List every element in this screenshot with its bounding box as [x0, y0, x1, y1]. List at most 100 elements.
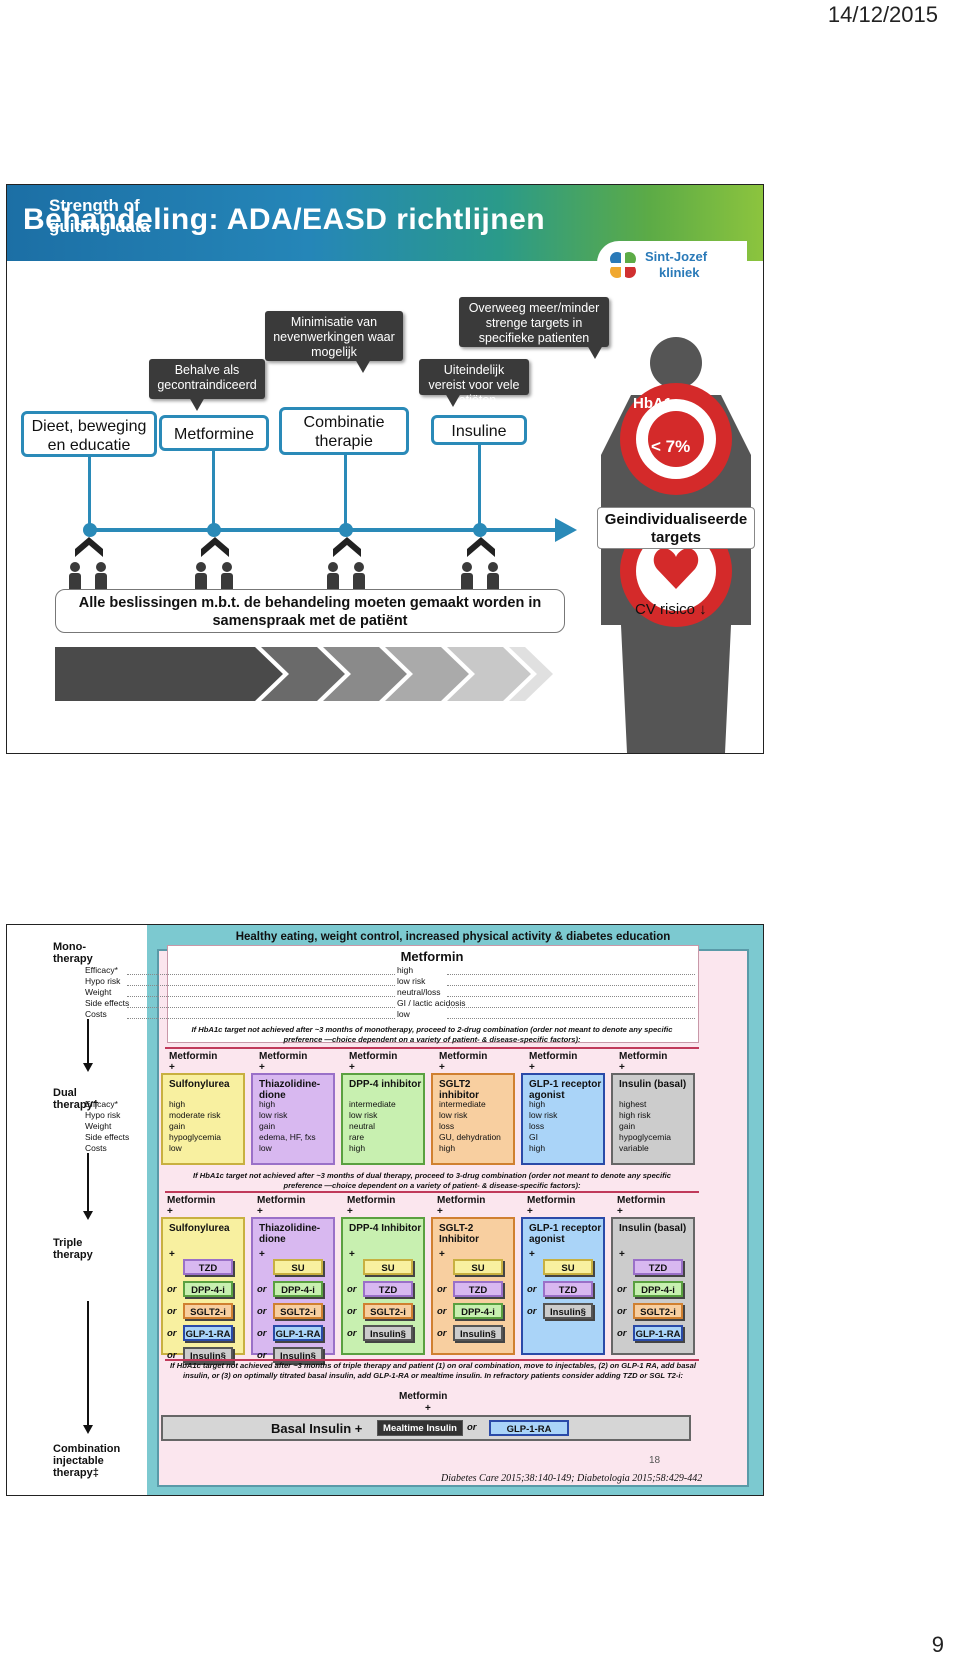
column-title: Sulfonylurea	[169, 1079, 230, 1090]
metformin-title: Metformin	[400, 949, 464, 964]
logo-subtitle: kliniek	[659, 265, 700, 280]
metformin-label: Metformin	[619, 1051, 668, 1062]
leader-dots	[447, 1007, 695, 1008]
leader-dots	[127, 1018, 395, 1019]
hba1c-label: HbA1c	[633, 395, 681, 412]
option-pill: TZD	[543, 1281, 593, 1297]
metformin-value: low risk	[397, 976, 426, 986]
option-pill: DPP-4-i	[273, 1281, 323, 1297]
row-label: Costs	[85, 1143, 107, 1153]
column-value: moderate risk	[169, 1110, 221, 1120]
row-label: Hypo risk	[85, 1110, 121, 1120]
metformin-value: high	[397, 965, 414, 975]
option-pill: SU	[273, 1259, 323, 1275]
reference-citation: Diabetes Care 2015;38:140-149; Diabetolo…	[441, 1473, 703, 1484]
option-pill: DPP-4-i	[633, 1281, 683, 1297]
column-value: high	[349, 1143, 366, 1153]
logo-mark-icon	[609, 251, 637, 279]
glp1-ra-pill: GLP-1-RA	[489, 1420, 569, 1436]
bubble-text: Overweeg meer/minder strenge targets in …	[468, 301, 600, 345]
or-label: or	[527, 1284, 537, 1295]
column-value: GU, dehydration	[439, 1132, 501, 1142]
column-title: Sulfonylurea	[169, 1223, 230, 1234]
plus-sign: +	[529, 1062, 535, 1073]
note-after-dual: If HbA1c target not achieved after ~3 mo…	[193, 1171, 671, 1190]
or-label: or	[167, 1306, 177, 1317]
metformin-label: Metformin	[257, 1195, 306, 1206]
option-pill: GLP-1-RA	[183, 1325, 233, 1341]
plus-sign: +	[259, 1062, 265, 1073]
column-value: hypoglycemia	[619, 1132, 671, 1142]
column-title: SGLT-2 Inhibitor	[439, 1223, 479, 1245]
bubble-tail	[189, 397, 205, 411]
timeline-stem	[212, 451, 215, 527]
leader-dots	[127, 974, 395, 975]
cv-risk-label: CV risico ↓	[635, 601, 707, 618]
column-value: intermediate	[439, 1099, 486, 1109]
or-label: or	[617, 1328, 627, 1339]
plus-sign: +	[349, 1249, 355, 1260]
leader-dots	[127, 1007, 395, 1008]
plus-sign: +	[425, 1403, 431, 1414]
arrow-down-icon	[83, 1063, 93, 1072]
stage-label: Insuline	[451, 423, 507, 440]
plus-sign: +	[439, 1062, 445, 1073]
timeline-bar	[89, 528, 559, 532]
bubble-targets: Overweeg meer/minder strenge targets in …	[459, 297, 609, 359]
option-pill: SU	[543, 1259, 593, 1275]
column-value: loss	[529, 1121, 545, 1131]
row-label: Weight	[85, 987, 112, 997]
strength-chevrons	[55, 647, 553, 701]
column-title: GLP-1 receptor agonist	[529, 1223, 602, 1245]
row-label: Side effects	[85, 998, 130, 1008]
or-label: or	[617, 1306, 627, 1317]
column-title: Insulin (basal)	[619, 1079, 687, 1090]
bubble-side-effects: Minimisatie van nevenwerkingen waar moge…	[265, 311, 403, 373]
column-value: variable	[619, 1143, 649, 1153]
stage-combination: Combinatie therapie	[279, 407, 409, 455]
column-title: GLP-1 receptor agonist	[529, 1079, 602, 1101]
or-label: or	[257, 1306, 267, 1317]
stage-label: Dieet, beweging en educatie	[31, 418, 147, 454]
row-label: Hypo risk	[85, 976, 121, 986]
slide-title: Behandeling: ADA/EASD richtlijnen	[23, 203, 546, 236]
flow-arrow	[87, 1019, 89, 1065]
leader-dots	[127, 985, 395, 986]
plus-sign: +	[259, 1249, 265, 1260]
column-value: gain	[619, 1121, 636, 1131]
metformin-value: GI / lactic acidosis	[397, 998, 466, 1008]
timeline-stem	[478, 445, 481, 527]
option-pill: SGLT2-i	[273, 1303, 323, 1319]
metformin-label: Metformin	[347, 1195, 396, 1206]
or-label: or	[167, 1350, 177, 1361]
metformin-label: Metformin	[169, 1051, 218, 1062]
column-title: Thiazolidine-dione	[259, 1079, 321, 1101]
row-label: Efficacy*	[85, 965, 118, 975]
option-pill: DPP-4-i	[453, 1303, 503, 1319]
hospital-logo: Sint-Jozef kliniek	[597, 241, 747, 291]
mono-box	[167, 945, 699, 1043]
option-pill: SGLT2-i	[363, 1303, 413, 1319]
option-pill: TZD	[633, 1259, 683, 1275]
timeline-stem	[88, 457, 91, 527]
row-label: Weight	[85, 1121, 112, 1131]
stage-label: Metformine	[173, 426, 255, 443]
column-title: Insulin (basal)	[619, 1223, 687, 1234]
option-pill: SU	[363, 1259, 413, 1275]
metformin-label: Metformin	[399, 1391, 448, 1402]
or-label: or	[437, 1328, 447, 1339]
column-value: low risk	[439, 1110, 468, 1120]
column-value: low	[259, 1143, 272, 1153]
plus-sign: +	[529, 1249, 535, 1260]
or-label: or	[527, 1306, 537, 1317]
page-number: 9	[931, 1632, 944, 1657]
bubble-tail	[355, 359, 371, 373]
divider-line	[165, 1191, 699, 1193]
column-value: neutral	[349, 1121, 375, 1131]
or-label: or	[347, 1328, 357, 1339]
combination-injectable-box: Basal Insulin + Mealtime Insulin or GLP-…	[161, 1415, 691, 1441]
bubble-tail	[445, 393, 461, 407]
